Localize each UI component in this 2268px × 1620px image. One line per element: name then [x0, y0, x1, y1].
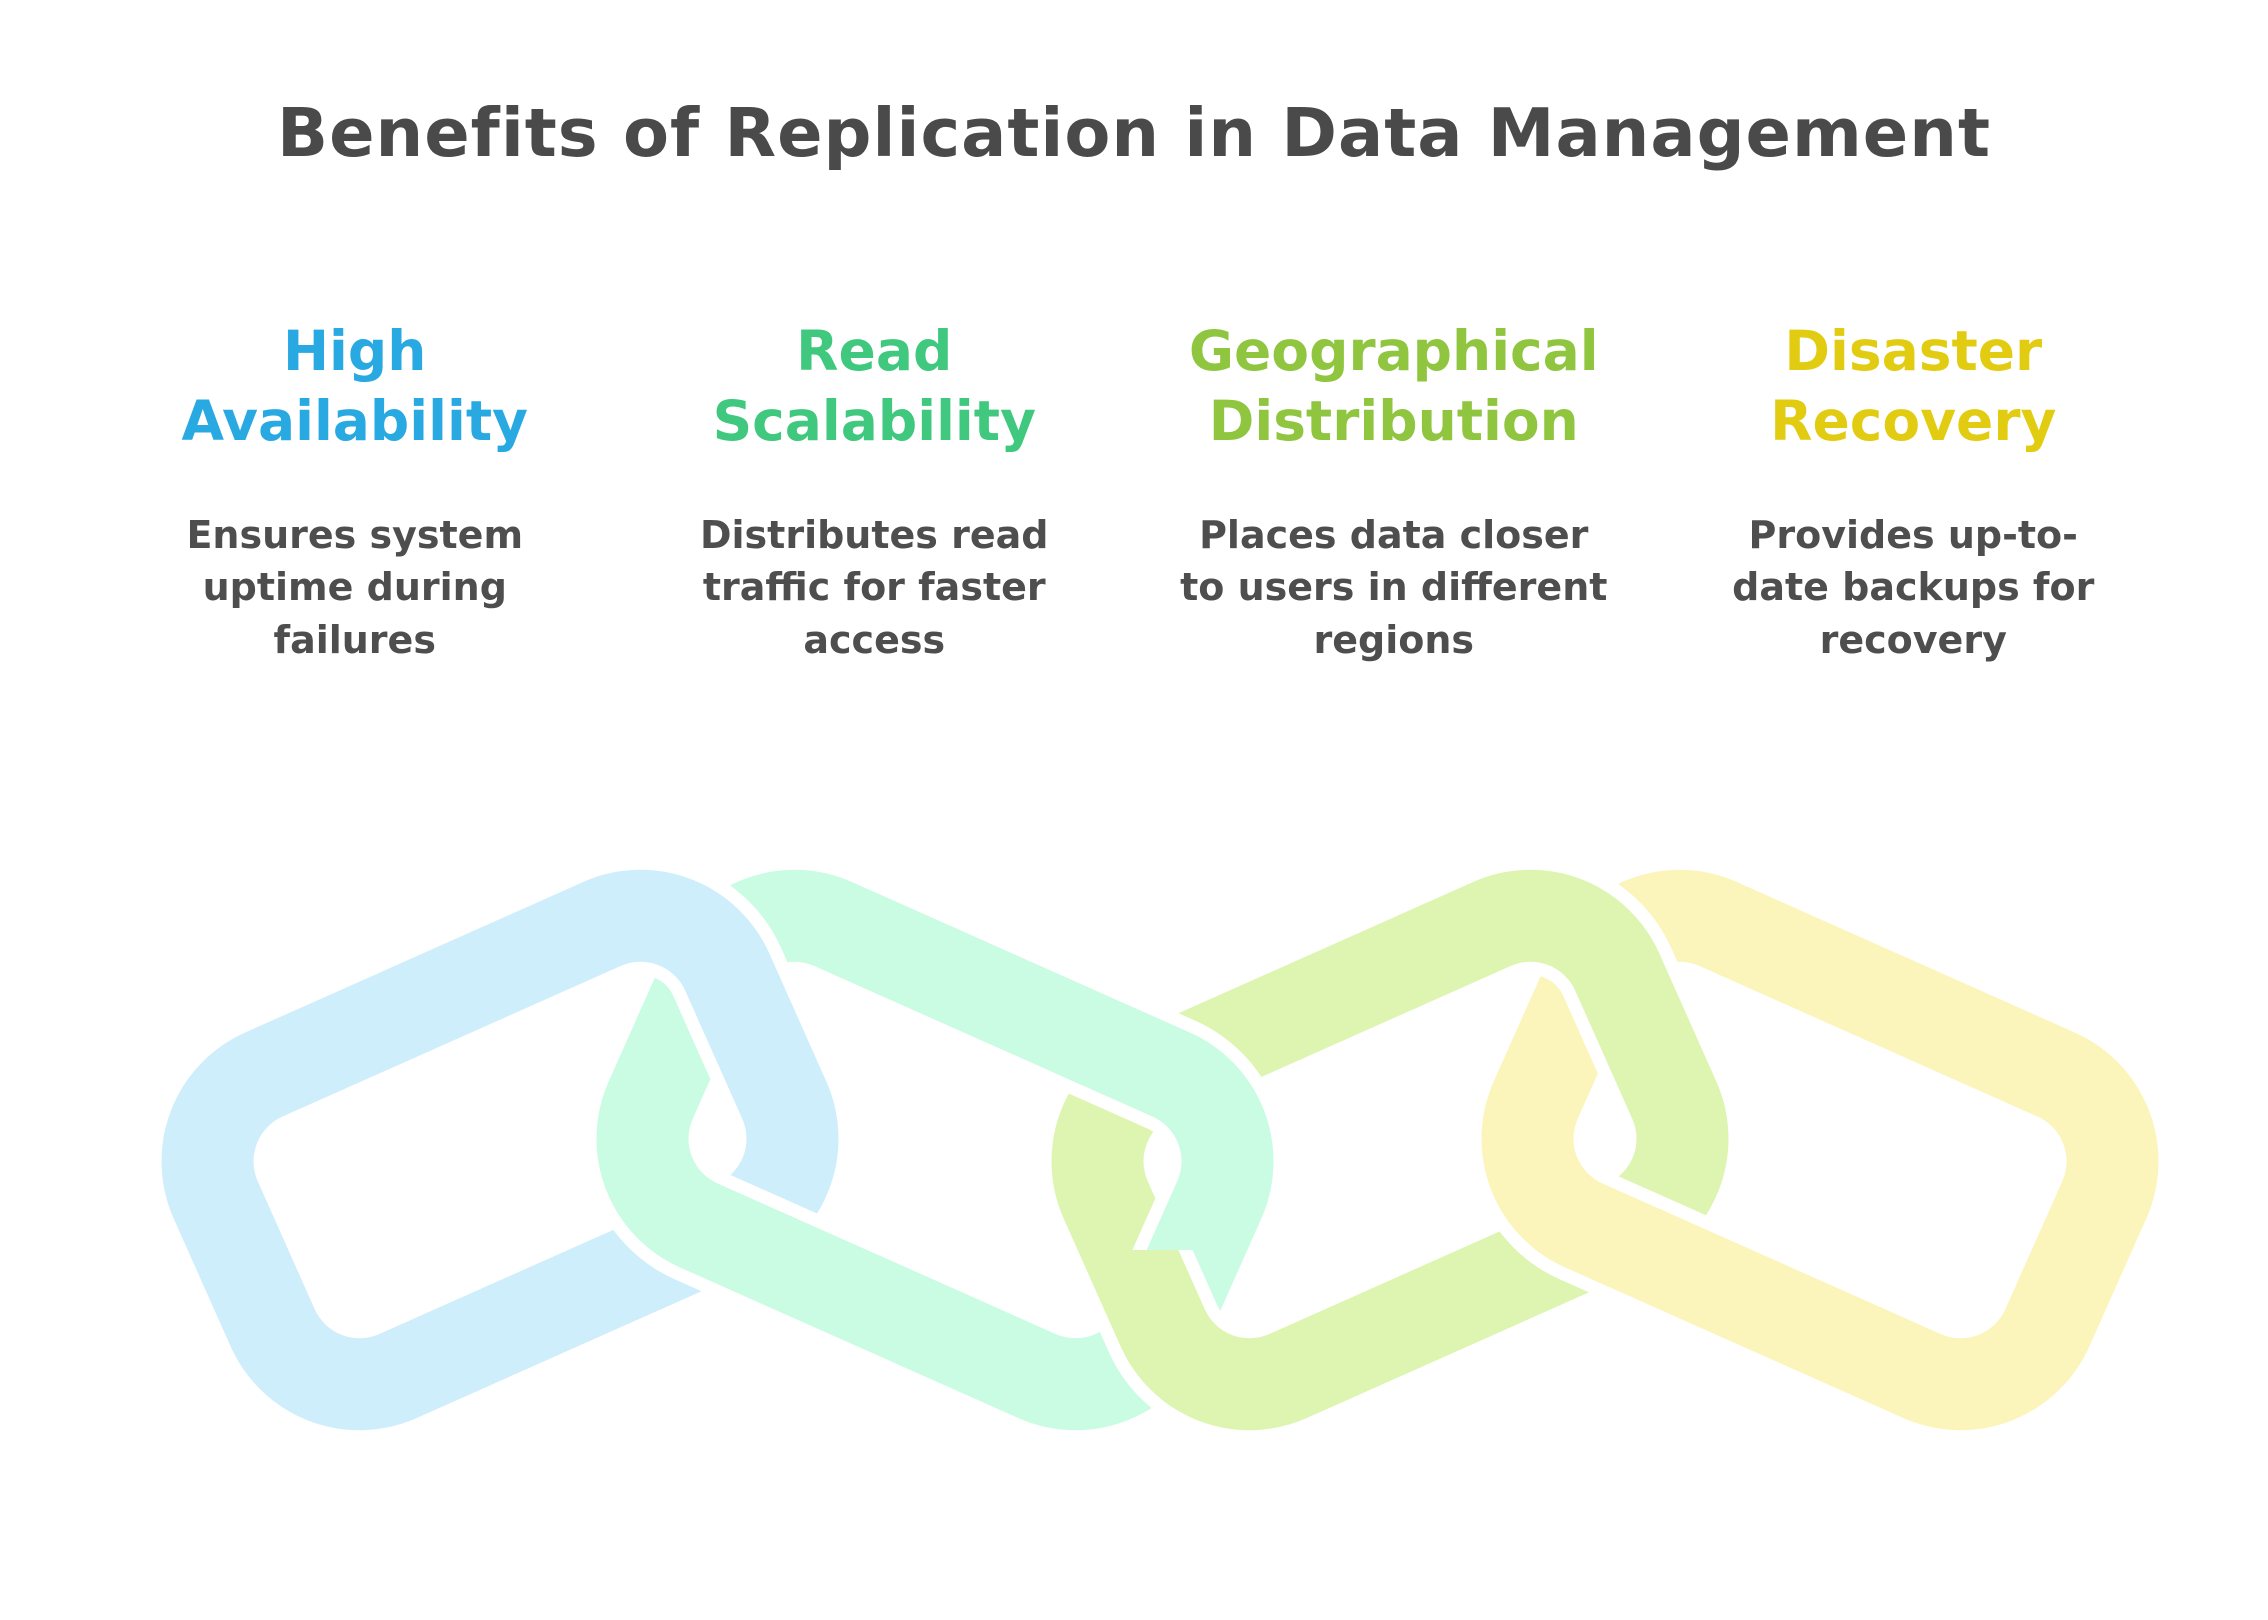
column-description: Provides up-to- date backups for recover… [1732, 512, 2095, 662]
column-description: Ensures system uptime during failures [186, 512, 524, 662]
column-disaster-recovery: Disaster Recovery Provides up-to- date b… [1654, 316, 2174, 666]
chain-link-4 [1468, 856, 2172, 1444]
column-description: Places data closer to users in different… [1180, 512, 1608, 662]
column-high-availability: High Availability Ensures system uptime … [95, 316, 615, 666]
page-title: Benefits of Replication in Data Manageme… [277, 94, 1991, 172]
benefit-columns: High Availability Ensures system uptime … [95, 316, 2173, 666]
column-heading: Read Scalability [712, 319, 1036, 454]
chain-link-1-overpass [620, 856, 852, 1150]
column-geographical-distribution: Geographical Distribution Places data cl… [1134, 316, 1654, 666]
column-read-scalability: Read Scalability Distributes read traffi… [615, 316, 1135, 666]
chain-link-3-overpass [1505, 856, 1742, 1145]
column-description: Distributes read traffic for faster acce… [699, 512, 1049, 662]
column-heading: Geographical Distribution [1188, 319, 1599, 454]
chain-link-4-body [1481, 869, 2159, 1431]
column-heading: High Availability [181, 319, 528, 454]
column-heading: Disaster Recovery [1770, 319, 2057, 454]
